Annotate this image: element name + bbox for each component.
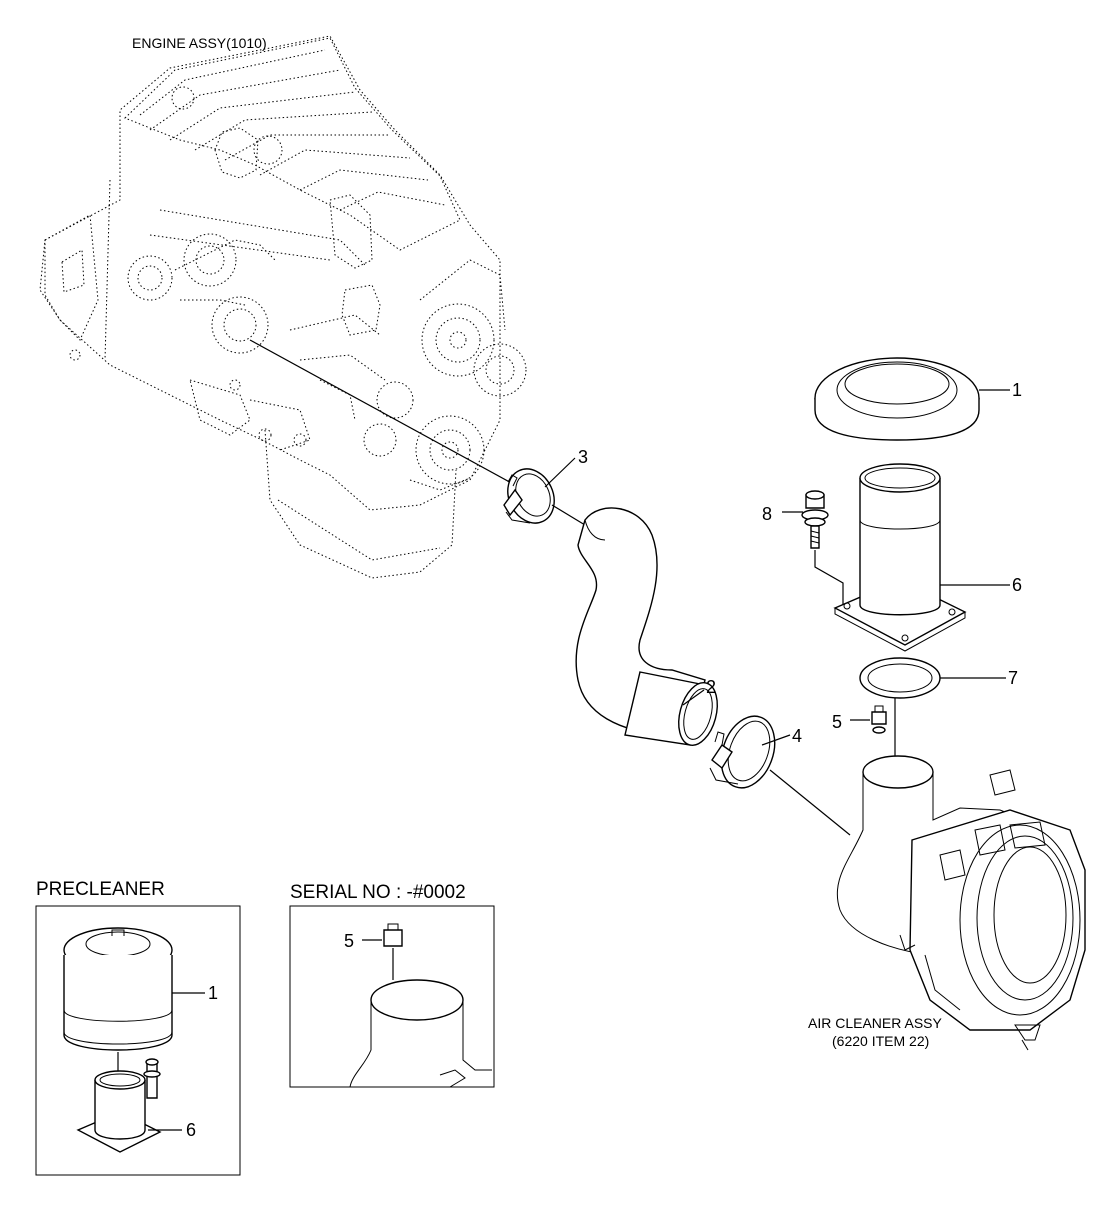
callout-8: 8 [762,504,772,524]
bolt-washer-drawing [801,490,829,549]
hose-clamp-drawing [503,468,555,524]
precleaner-title: PRECLEANER [36,879,165,900]
callout-3: 3 [578,447,588,467]
callout-7: 7 [1008,668,1018,688]
engine-assy-label: ENGINE ASSY(1010) [132,35,267,51]
stack-tube-drawing [833,463,967,652]
precleaner-cap-drawing [63,927,173,1051]
callout-6: 6 [1012,575,1022,595]
air-cleaner-label-line1: AIR CLEANER ASSY [808,1015,942,1031]
indicator-plug-drawing [383,923,403,947]
hose-clamp-drawing [709,715,776,789]
serial-callout-5: 5 [344,931,354,951]
serial-title: SERIAL NO : -#0002 [290,882,466,903]
serial-inset-frame [289,905,495,1088]
engine-assembly-drawing [39,35,527,579]
precleaner-callout-6: 6 [186,1120,196,1140]
air-cleaner-drawing [836,755,1086,1051]
indicator-plug-drawing [871,705,887,734]
intake-hose-drawing [575,507,718,746]
precleaner-inset-frame [35,905,241,1176]
callout-5: 5 [832,712,842,732]
stack-tube-drawing [76,1058,162,1153]
callout-2: 2 [706,677,716,697]
precleaner-callout-1: 1 [208,983,218,1003]
precleaner-cap-drawing [814,357,980,441]
air-cleaner-drawing [349,979,492,1088]
gasket-ring-drawing [859,657,941,699]
air-cleaner-label-line2: (6220 ITEM 22) [832,1033,929,1049]
callout-4: 4 [792,726,802,746]
callout-1: 1 [1012,380,1022,400]
